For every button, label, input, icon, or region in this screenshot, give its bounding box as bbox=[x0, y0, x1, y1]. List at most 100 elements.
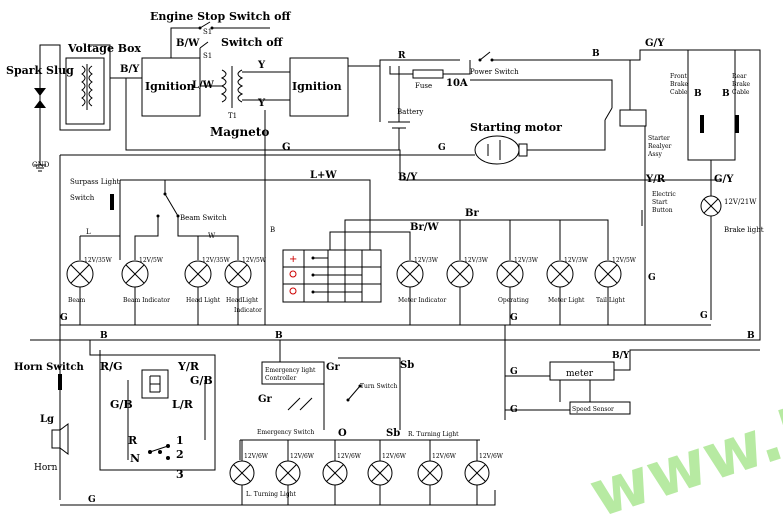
upper-lamp-label-2: Head Light bbox=[186, 297, 221, 304]
gr-label-1: Gr bbox=[326, 362, 341, 373]
r-sel-label: R bbox=[128, 434, 138, 447]
y-label-2: Y bbox=[257, 98, 266, 109]
g-label-1: G bbox=[282, 142, 291, 153]
l-label: L bbox=[86, 228, 91, 236]
front-brake-switch bbox=[700, 115, 704, 133]
beam-icon bbox=[289, 287, 297, 295]
power-switch-label: Power Switch bbox=[470, 68, 519, 76]
switch-off-label: Switch off bbox=[221, 36, 284, 49]
power-switch bbox=[479, 51, 491, 61]
front-brake-label-3: Cable bbox=[670, 89, 688, 96]
g-label-3: G bbox=[648, 273, 656, 283]
horn-label: Horn bbox=[34, 463, 58, 473]
rear-brake-label-1: Rear bbox=[732, 73, 747, 80]
lower-lamp-2 bbox=[322, 460, 348, 486]
upper-lamp-label-8: Tail Light bbox=[596, 297, 625, 304]
lower-lamp-rating-2: 12V/6W bbox=[337, 453, 362, 460]
turn-switch bbox=[347, 385, 361, 401]
gb-label-2: G/B bbox=[190, 374, 213, 387]
surpass-label-2: Switch bbox=[70, 194, 95, 202]
bw-label: B/W bbox=[176, 38, 200, 49]
s1-label-mid: S1 bbox=[203, 52, 212, 60]
spark-plug bbox=[34, 55, 46, 172]
starter-label-1: Starter bbox=[648, 135, 670, 142]
indicator-panel: + bbox=[282, 249, 382, 303]
b-mid-label: B bbox=[270, 226, 275, 234]
surpass-switch bbox=[110, 194, 114, 210]
upper-lamp-rating-6: 12V/3W bbox=[514, 257, 539, 264]
upper-lamp-5 bbox=[446, 260, 474, 288]
brw-label: Br/W bbox=[410, 222, 439, 233]
starting-motor-label: Starting motor bbox=[470, 121, 562, 134]
starting-motor bbox=[474, 135, 528, 165]
rg-label: R/G bbox=[100, 360, 123, 373]
upper-lamp-3 bbox=[224, 260, 252, 288]
two-label: 2 bbox=[176, 448, 184, 461]
battery-label: Battery bbox=[397, 108, 423, 116]
meter-box bbox=[549, 361, 615, 381]
upper-lamp-label-4: Meter Indicator bbox=[398, 297, 446, 304]
upper-lamp-label-3: HeadLight bbox=[226, 297, 259, 304]
upper-lamp-rating-7: 12V/3W bbox=[564, 257, 589, 264]
b-right-label: B bbox=[747, 331, 755, 341]
b-bus-label-2: B bbox=[275, 331, 283, 341]
o-label: O bbox=[338, 428, 347, 439]
lower-lamp-1 bbox=[275, 460, 301, 486]
upper-lamp-6 bbox=[496, 260, 524, 288]
lower-lamp-rating-1: 12V/6W bbox=[290, 453, 315, 460]
g-label-8: G bbox=[510, 367, 518, 377]
lower-lamp-rating-0: 12V/6W bbox=[244, 453, 269, 460]
sb-label-1: Sb bbox=[400, 360, 414, 371]
b-fb-label: B bbox=[694, 89, 702, 99]
gnd-label: GND bbox=[32, 161, 50, 169]
r-turning-label: R. Turning Light bbox=[408, 431, 459, 438]
n-sel-label: N bbox=[130, 452, 140, 465]
g-label-9: G bbox=[510, 405, 518, 415]
battery bbox=[379, 66, 410, 150]
emergency-switch bbox=[287, 397, 301, 411]
g-label-5: G bbox=[60, 313, 68, 323]
three-label: 3 bbox=[176, 468, 184, 481]
rear-brake-label-2: Brake bbox=[732, 81, 750, 88]
watermark: www.Le bbox=[581, 375, 783, 516]
magneto-label: Magneto bbox=[210, 125, 269, 139]
fuse bbox=[412, 69, 444, 79]
electric-label-3: Button bbox=[652, 207, 673, 214]
brake-light-label: Brake light bbox=[724, 226, 764, 234]
starter-label-3: Assy bbox=[647, 151, 662, 158]
upper-lamp-8 bbox=[594, 260, 622, 288]
upper-lamp-rating-1: 12V/5W bbox=[139, 257, 164, 264]
lower-lamp-3 bbox=[367, 460, 393, 486]
lg-label: Lg bbox=[40, 414, 54, 425]
front-brake-label-1: Front bbox=[670, 73, 688, 80]
electric-label-2: Start bbox=[652, 199, 668, 206]
gy-top-label: G/Y bbox=[645, 38, 665, 49]
sb-label-2: Sb bbox=[386, 428, 400, 439]
fuse-10a-label: 10A bbox=[446, 78, 468, 89]
l-turning-label: L. Turning Light bbox=[246, 491, 297, 498]
gear-display bbox=[141, 369, 169, 399]
by-label-2: B/Y bbox=[398, 172, 418, 183]
beam-switch-label: Beam Switch bbox=[180, 214, 227, 222]
upper-lamp-rating-3: 12V/5W bbox=[242, 257, 267, 264]
plus-icon: + bbox=[289, 254, 297, 265]
yr-label-2: Y/R bbox=[177, 360, 200, 373]
upper-lamp-1 bbox=[121, 260, 149, 288]
turn-switch-label: Turn Switch bbox=[360, 383, 397, 390]
ignition-label-1: Ignition bbox=[145, 80, 195, 93]
by-label-1: B/Y bbox=[120, 64, 140, 75]
upper-lamp-rating-8: 12V/5W bbox=[612, 257, 637, 264]
rear-brake-switch bbox=[735, 115, 739, 133]
upper-lamp-4 bbox=[396, 260, 424, 288]
t1-label: T1 bbox=[228, 112, 237, 120]
emergency-ctrl-label-1: Emergency light bbox=[265, 367, 316, 374]
ignition-box-2 bbox=[289, 57, 349, 117]
emergency-ctrl-label-2: Controller bbox=[265, 375, 296, 382]
surpass-label-1: Surpass Light bbox=[70, 178, 120, 186]
upper-lamp-rating-4: 12V/3W bbox=[414, 257, 439, 264]
engine-stop-label: Engine Stop Switch off bbox=[150, 10, 291, 23]
lower-lamp-rating-3: 12V/6W bbox=[382, 453, 407, 460]
upper-lamp-7 bbox=[546, 260, 574, 288]
